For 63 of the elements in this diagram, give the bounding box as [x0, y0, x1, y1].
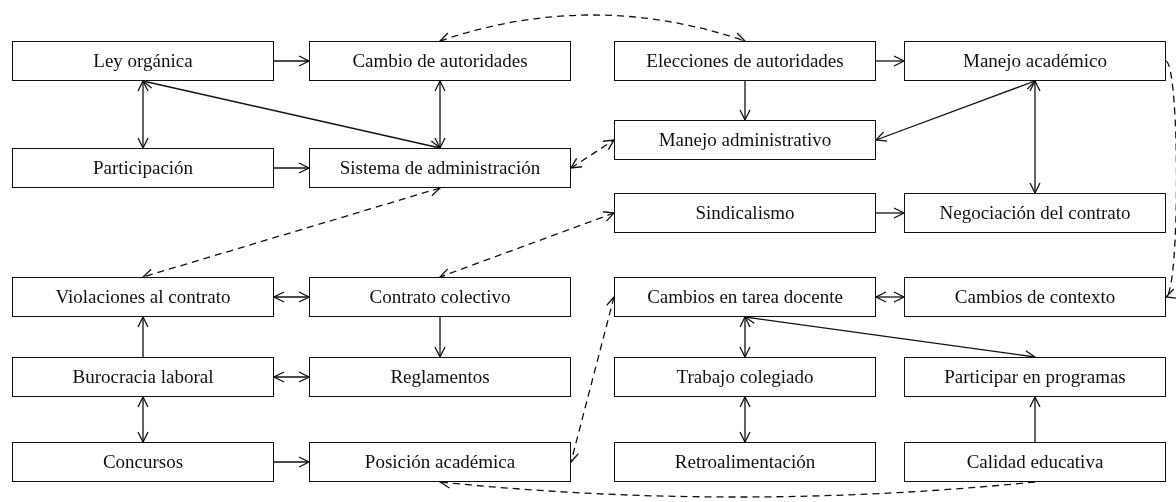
box-label: Ley orgánica: [93, 50, 193, 72]
concept-box: [614, 442, 876, 482]
box-label: Sindicalismo: [695, 202, 795, 224]
concept-box: [309, 277, 571, 317]
concept-box: [12, 41, 274, 81]
concept-box: [309, 148, 571, 188]
concept-box: [309, 41, 571, 81]
concept-box: [12, 442, 274, 482]
box-label: Trabajo colegiado: [676, 366, 814, 388]
concept-box: [904, 193, 1166, 233]
box-label: Manejo académico: [963, 50, 1107, 72]
box-label: Retroalimentación: [674, 451, 816, 473]
concept-box: [904, 442, 1166, 482]
box-label: Cambio de autoridades: [352, 50, 528, 72]
arrow: [1029, 80, 1041, 194]
box-label: Posición académica: [364, 451, 516, 473]
arrow: [273, 456, 310, 468]
box-label: Sistema de administración: [339, 157, 541, 179]
arrow: [739, 396, 751, 443]
arrow: [273, 162, 310, 174]
concept-box: [12, 357, 274, 397]
dashed-arrow: [570, 139, 615, 169]
concept-box: [12, 148, 274, 188]
concept-box: [904, 357, 1166, 397]
arrow: [739, 316, 751, 358]
box-label: Participar en programas: [944, 366, 1126, 388]
arrow: [875, 79, 1036, 142]
box-label: Manejo administrativo: [658, 129, 832, 151]
concept-box: [614, 277, 876, 317]
concept-box: [12, 277, 274, 317]
arrow: [875, 291, 905, 303]
arrow: [273, 291, 310, 303]
concept-box: [614, 193, 876, 233]
box-label: Concursos: [102, 451, 184, 473]
box-label: Contrato colectivo: [369, 286, 511, 308]
box-label: Reglamentos: [390, 366, 490, 388]
arrow: [137, 80, 149, 149]
dashed-arrow: [439, 211, 615, 279]
box-label: Cambios en tarea docente: [647, 286, 843, 308]
box-label: Calidad educativa: [966, 451, 1104, 473]
box-label: Cambios de contexto: [954, 286, 1116, 308]
arrow: [137, 396, 149, 443]
arrow: [273, 55, 310, 67]
box-label: Participación: [92, 157, 194, 179]
arrow: [137, 316, 149, 358]
arrow: [273, 371, 310, 383]
arrow: [875, 207, 905, 219]
arrow: [739, 80, 751, 121]
arrow: [434, 80, 446, 149]
concept-box: [614, 357, 876, 397]
concept-box: [309, 442, 571, 482]
arrow: [875, 55, 905, 67]
concept-box: [309, 357, 571, 397]
box-label: Violaciones al contrato: [55, 286, 231, 308]
concept-box: [614, 41, 876, 81]
box-label: Burocracia laboral: [72, 366, 214, 388]
arrow: [434, 316, 446, 358]
box-label: Negociación del contrato: [939, 202, 1131, 224]
concept-box: [904, 277, 1166, 317]
box-label: Elecciones de autoridades: [646, 50, 844, 72]
arrow: [1029, 396, 1041, 443]
concept-box: [614, 120, 876, 160]
concept-box: [904, 41, 1166, 81]
